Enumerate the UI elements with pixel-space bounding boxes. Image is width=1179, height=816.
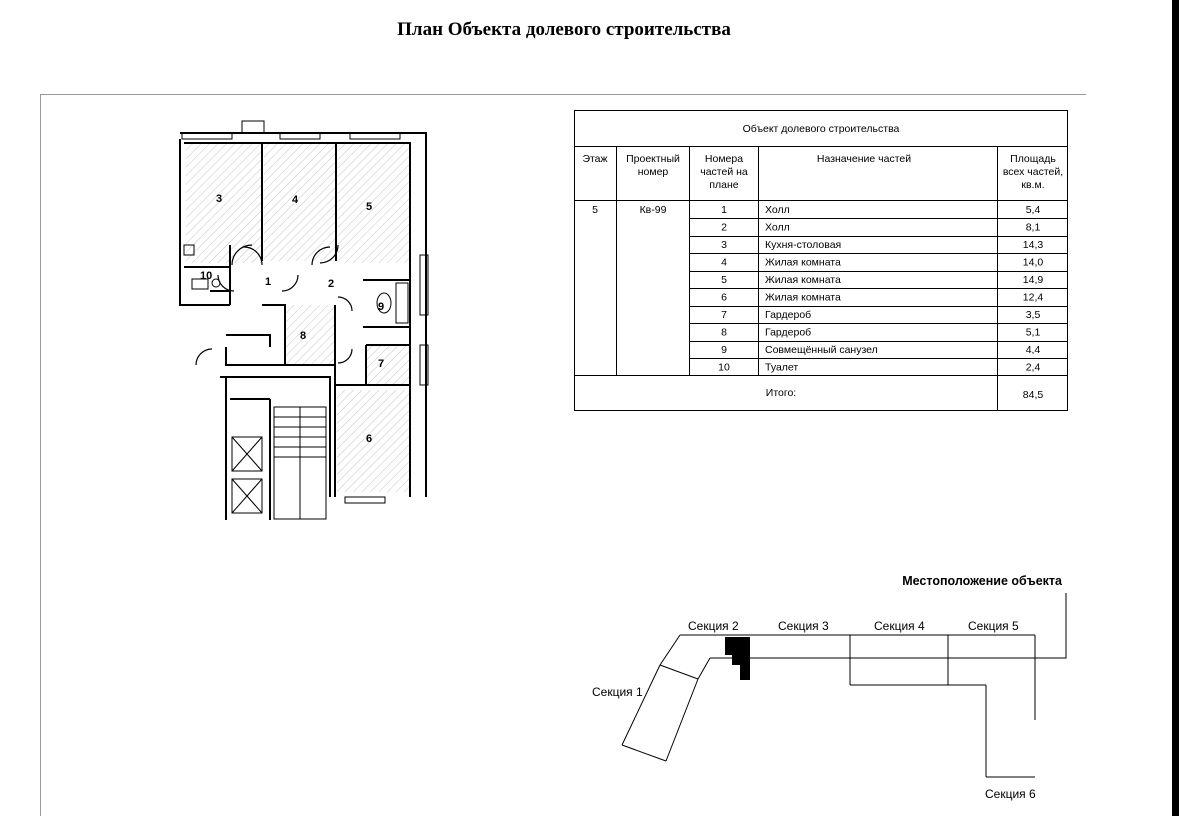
door-swings — [195, 244, 353, 366]
row-purpose: Гардероб — [765, 309, 811, 321]
row-purpose: Холл — [765, 204, 790, 216]
row-purpose: Жилая комната — [765, 257, 841, 269]
total-value: 84,5 — [1023, 389, 1044, 401]
row-part-number: 3 — [721, 239, 727, 251]
row-purpose: Холл — [765, 222, 790, 234]
row-area: 5,1 — [1026, 327, 1041, 339]
room-label-1: 1 — [265, 276, 271, 288]
row-area: 3,5 — [1026, 309, 1041, 321]
total-label: Итого: — [766, 387, 796, 399]
row-part-number: 1 — [721, 204, 727, 216]
section-6-label: Секция 6 — [985, 787, 1036, 801]
row-purpose: Жилая комната — [765, 274, 841, 286]
room-label-6: 6 — [366, 433, 372, 445]
room-5-area — [338, 143, 410, 263]
section-2-label: Секция 2 — [688, 619, 739, 633]
header-floor: Этаж — [582, 153, 607, 165]
row-purpose: Туалет — [765, 362, 798, 374]
row-area: 4,4 — [1026, 344, 1041, 356]
header-purpose: Назначение частей — [817, 153, 911, 165]
table-grid — [574, 110, 1068, 411]
row-area: 8,1 — [1026, 222, 1041, 234]
room-8-area — [285, 305, 335, 365]
room-label-3: 3 — [216, 193, 222, 205]
room-label-7: 7 — [378, 358, 384, 370]
row-part-number: 10 — [718, 362, 730, 374]
room-7-area — [366, 345, 410, 385]
location-diagram: Местоположение объекта Секция 1 Секция 2… — [592, 574, 1067, 801]
row-part-number: 8 — [721, 327, 727, 339]
room-3-area — [186, 143, 261, 263]
sanitary-fixtures — [183, 244, 409, 324]
stair-and-lifts — [231, 406, 327, 520]
room-label-8: 8 — [300, 330, 306, 342]
row-area: 14,0 — [1023, 257, 1044, 269]
section-3-label: Секция 3 — [778, 619, 829, 633]
row-area: 2,4 — [1026, 362, 1041, 374]
row-purpose: Совмещённый санузел — [765, 344, 878, 356]
frame-top-border — [40, 94, 1086, 95]
row-area: 12,4 — [1023, 292, 1044, 304]
row-area: 14,3 — [1023, 239, 1044, 251]
right-edge-bar — [1172, 0, 1179, 816]
room-label-9: 9 — [378, 301, 384, 313]
row-part-number: 4 — [721, 257, 727, 269]
row-area: 5,4 — [1026, 204, 1041, 216]
row-purpose: Жилая комната — [765, 292, 841, 304]
building-outline — [621, 593, 1067, 778]
row-purpose: Кухня-столовая — [765, 239, 841, 251]
cell-project-number: Кв-99 — [640, 204, 667, 216]
page-title: План Объекта долевого строительства — [397, 19, 731, 40]
room-number-labels: 1 2 3 4 5 6 7 8 9 10 — [200, 193, 384, 445]
row-part-number: 2 — [721, 222, 727, 234]
row-area: 14,9 — [1023, 274, 1044, 286]
object-location-marker — [725, 637, 750, 680]
room-label-5: 5 — [366, 201, 372, 213]
room-label-10: 10 — [200, 270, 212, 282]
section-4-label: Секция 4 — [874, 619, 925, 633]
room-label-4: 4 — [292, 194, 299, 206]
row-part-number: 9 — [721, 344, 727, 356]
areas-table: Объект долевого строительства Этаж Проек… — [574, 110, 1068, 411]
row-part-number: 5 — [721, 274, 727, 286]
row-part-number: 6 — [721, 292, 727, 304]
section-5-label: Секция 5 — [968, 619, 1019, 633]
location-title: Местоположение объекта — [902, 574, 1063, 588]
frame-left-border — [40, 94, 41, 816]
row-part-number: 7 — [721, 309, 727, 321]
floor-plan: 1 2 3 4 5 6 7 8 9 10 — [179, 120, 429, 520]
room-label-2: 2 — [328, 278, 334, 290]
room-4-area — [264, 143, 335, 261]
row-purpose: Гардероб — [765, 327, 811, 339]
cell-floor: 5 — [592, 204, 598, 216]
table-caption: Объект долевого строительства — [743, 123, 900, 135]
room-6-area — [337, 390, 410, 492]
windows — [181, 120, 429, 504]
section-1-label: Секция 1 — [592, 685, 643, 699]
